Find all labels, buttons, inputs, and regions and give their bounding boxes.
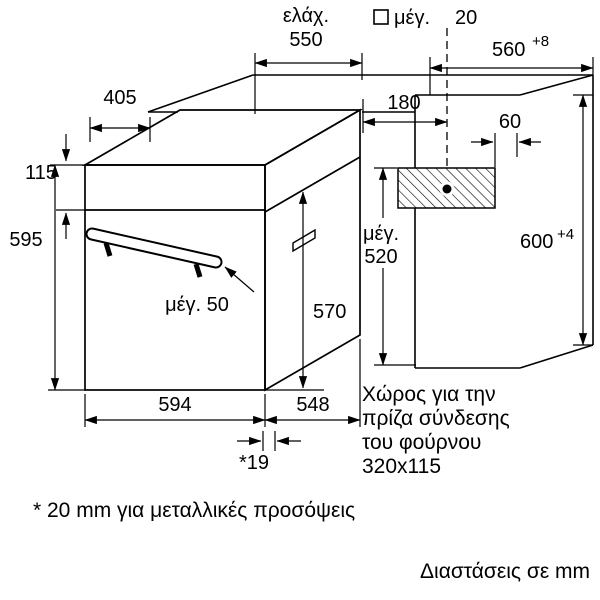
- oven-side-vent: [292, 228, 316, 253]
- socket-dot: [442, 184, 452, 194]
- socket-note-line4: 320x115: [362, 455, 441, 478]
- oven-handle-core: [87, 229, 221, 267]
- square-frame-icon: [373, 9, 389, 25]
- socket-note-line3: του φούρνου: [362, 431, 481, 454]
- dim-front-offset: *19: [239, 452, 269, 474]
- dim-oven-depth: 548: [296, 394, 329, 416]
- oven-right-face: [264, 108, 361, 392]
- dim-niche-height-tol: +4: [557, 226, 574, 243]
- dim-min550-value: 550: [289, 29, 322, 51]
- dim-socket-side: 60: [499, 111, 521, 133]
- square-max-value: 20: [455, 7, 477, 29]
- dim-panel-height: 115: [25, 162, 57, 184]
- oven-front-face: [84, 164, 266, 391]
- dim-min550-label: ελάχ.: [283, 5, 329, 27]
- socket-area: [397, 28, 496, 209]
- oven-handle-bracket-left: [103, 242, 113, 257]
- dim-niche-max-value: 520: [364, 246, 397, 268]
- oven-top-face: [81, 109, 364, 166]
- cabinet-structure: [147, 74, 594, 369]
- dim-socket-offset: 180: [387, 92, 420, 114]
- labels: ελάχ. 550 μέγ. 20 560 +8 405 115 595 180…: [9, 5, 590, 583]
- dimension-lines: [48, 53, 594, 451]
- socket-note-line1: Χώρος για την: [362, 383, 496, 406]
- dim-niche-width: 560: [492, 39, 525, 61]
- units-note: Διαστάσεις σε mm: [420, 560, 590, 583]
- oven-body: [81, 108, 364, 392]
- oven-panel-side-line: [264, 156, 361, 213]
- dim-niche-width-tol: +8: [532, 33, 549, 50]
- dim-niche-max-label: μέγ.: [363, 223, 399, 245]
- footnote: * 20 mm για μεταλλικές προσόψεις: [33, 499, 355, 522]
- oven-handle-bracket-right: [193, 263, 203, 278]
- dim-oven-top-depth: 405: [103, 87, 136, 109]
- dim-inner-depth: 570: [313, 301, 346, 323]
- dim-oven-width: 594: [158, 394, 191, 416]
- dim-handle-max: μέγ. 50: [165, 294, 229, 316]
- dim-niche-height: 600: [520, 231, 553, 253]
- dim-oven-height: 595: [9, 229, 42, 251]
- socket-note-line2: πρίζα σύνδεσης: [362, 407, 510, 430]
- square-max-label: μέγ.: [394, 7, 430, 29]
